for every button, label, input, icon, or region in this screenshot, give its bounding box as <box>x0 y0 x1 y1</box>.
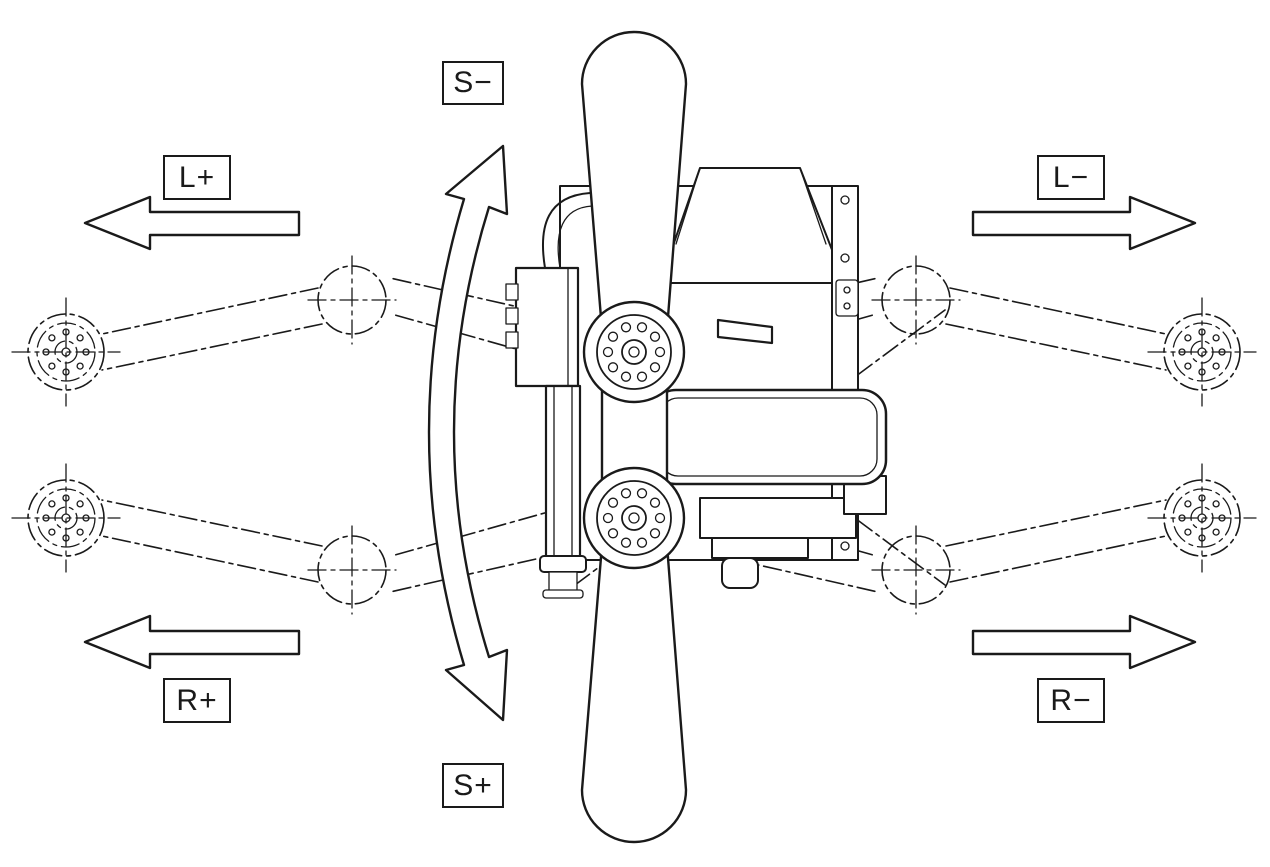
arrow-l-minus <box>971 195 1197 251</box>
flange-lower-left <box>11 463 121 573</box>
slide-cylinder <box>539 384 587 599</box>
flange-upper-right <box>1147 297 1257 407</box>
upper-joint <box>582 300 686 404</box>
label-r-minus: R− <box>1037 678 1105 723</box>
robot-body-drawing <box>505 167 888 599</box>
label-r-plus: R+ <box>163 678 231 723</box>
arm-upper-left <box>11 255 599 407</box>
foot-cylinder <box>721 557 759 589</box>
arrow-l-plus <box>83 195 301 251</box>
belt-drive <box>580 30 688 844</box>
arrow-r-plus <box>83 614 301 670</box>
label-l-plus: L+ <box>163 155 231 200</box>
elbow-lower-right <box>871 525 961 615</box>
flange-upper-left <box>11 297 121 407</box>
elbow-upper-left <box>307 255 397 345</box>
label-s-plus: S+ <box>442 763 504 808</box>
elbow-upper-right <box>871 255 961 345</box>
arrow-r-minus <box>971 614 1197 670</box>
clamp-wedge <box>716 318 774 345</box>
indicator-block <box>835 279 859 317</box>
connector-box <box>505 192 593 388</box>
arrow-s-axis-curved <box>427 144 509 722</box>
label-l-minus: L− <box>1037 155 1105 200</box>
label-s-minus: S− <box>442 61 504 105</box>
lower-bracket <box>699 475 887 589</box>
flange-lower-right <box>1147 463 1257 573</box>
elbow-lower-left <box>307 525 397 615</box>
lower-joint <box>582 466 686 570</box>
arm-lower-left <box>11 463 599 615</box>
handle-cover <box>650 388 888 486</box>
